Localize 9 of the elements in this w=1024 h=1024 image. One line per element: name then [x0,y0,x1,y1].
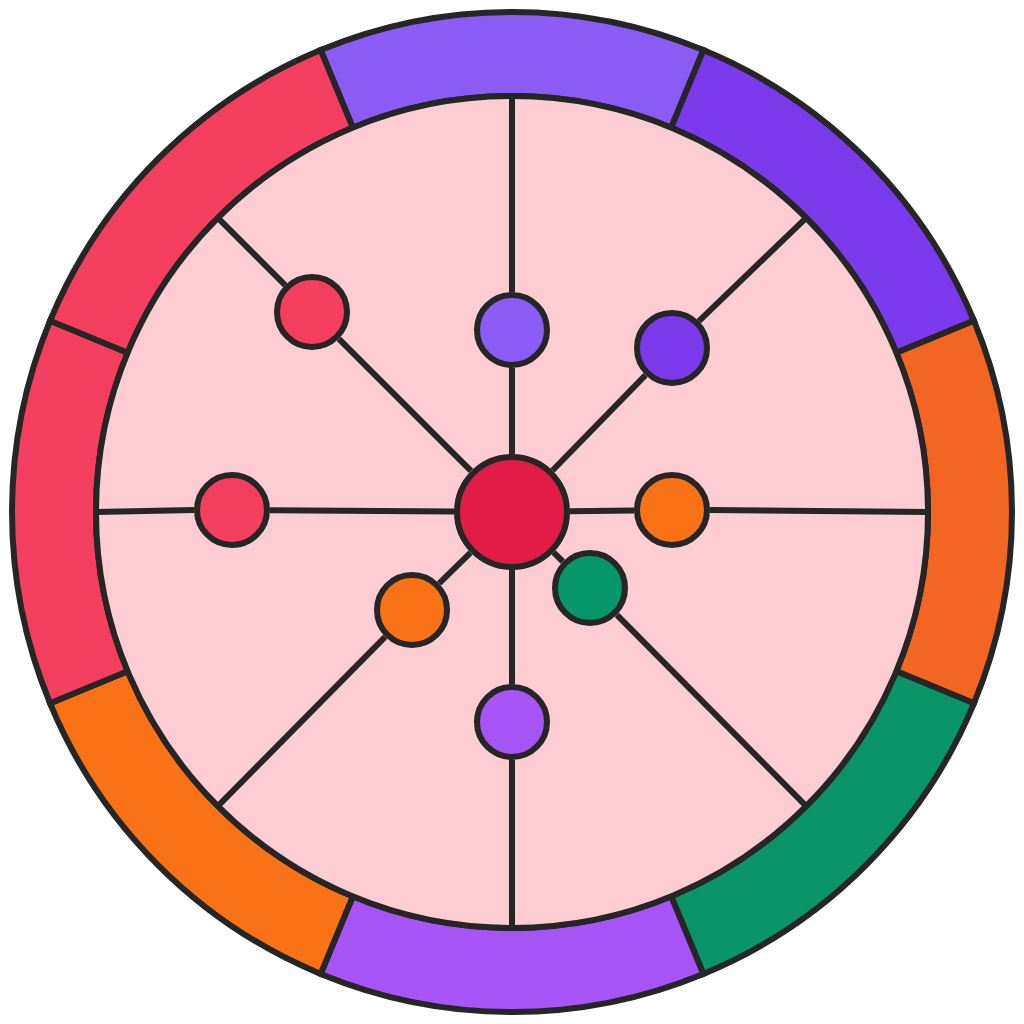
spoke-line [336,336,474,474]
spoke-line [437,550,473,586]
spoke-line [551,550,565,564]
spoke-line [509,570,515,684]
spoke-line [550,373,648,473]
spoke-line [509,368,515,454]
spoke-line [569,507,635,515]
spoke-line [269,507,455,515]
hub-circle [454,454,570,570]
